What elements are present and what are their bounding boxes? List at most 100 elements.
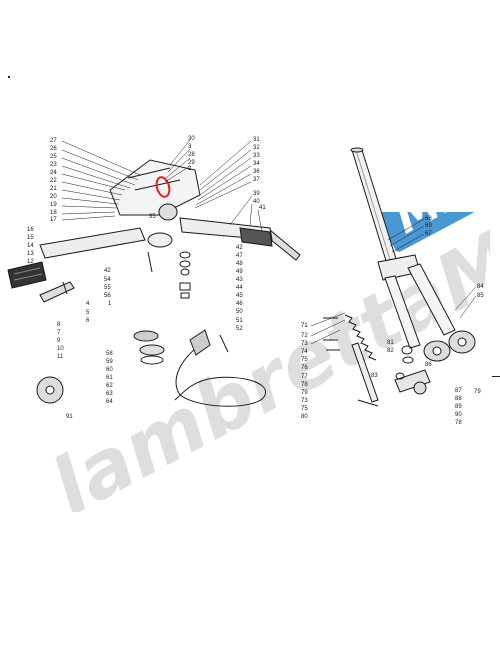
label-83: 83 <box>371 373 378 379</box>
label-56: 56 <box>104 293 111 299</box>
label-33: 33 <box>253 153 260 159</box>
label-90: 90 <box>455 412 462 418</box>
label-61: 61 <box>106 375 113 381</box>
label-73a: 73 <box>301 341 308 347</box>
label-76: 76 <box>301 365 308 371</box>
label-24: 24 <box>50 170 57 176</box>
label-19: 19 <box>50 202 57 208</box>
label-37: 37 <box>253 177 260 183</box>
label-80: 80 <box>301 414 308 420</box>
label-68: 68 <box>425 216 432 222</box>
label-52: 52 <box>236 326 243 332</box>
label-89: 89 <box>455 404 462 410</box>
label-23: 23 <box>50 162 57 168</box>
label-69: 69 <box>425 223 432 229</box>
label-13: 13 <box>27 251 34 257</box>
label-46: 46 <box>236 301 243 307</box>
label-64: 64 <box>106 399 113 405</box>
label-60: 60 <box>106 367 113 373</box>
label-15: 15 <box>27 235 34 241</box>
label-47: 47 <box>236 253 243 259</box>
label-51: 51 <box>236 318 243 324</box>
edge-mark <box>492 376 500 377</box>
label-4: 4 <box>86 301 90 307</box>
label-36: 36 <box>253 169 260 175</box>
label-78b: 78 <box>455 420 462 426</box>
label-54: 54 <box>104 277 111 283</box>
label-7: 7 <box>57 330 61 336</box>
cable-loop <box>174 344 266 407</box>
label-58: 58 <box>106 351 113 357</box>
label-67: 67 <box>425 231 432 237</box>
label-62: 62 <box>106 383 113 389</box>
label-9: 9 <box>57 338 61 344</box>
label-30: 30 <box>188 136 195 142</box>
highlight-mark <box>155 176 171 198</box>
stray-mark <box>8 76 10 78</box>
label-42a: 42 <box>236 245 243 251</box>
label-31: 31 <box>253 137 260 143</box>
label-87: 87 <box>455 388 462 394</box>
suspension-spring <box>344 314 377 361</box>
label-84: 84 <box>477 284 484 290</box>
label-25: 25 <box>50 154 57 160</box>
label-2: 2 <box>188 166 192 172</box>
label-20: 20 <box>50 194 57 200</box>
label-79b: 79 <box>474 389 481 395</box>
label-63: 63 <box>106 391 113 397</box>
label-32: 32 <box>253 145 260 151</box>
label-41: 41 <box>259 205 266 211</box>
label-28: 28 <box>188 152 195 158</box>
label-43: 43 <box>236 277 243 283</box>
label-22: 22 <box>50 178 57 184</box>
label-17: 17 <box>50 217 57 223</box>
label-40: 40 <box>253 199 260 205</box>
label-88: 88 <box>455 396 462 402</box>
label-81: 81 <box>387 340 394 346</box>
label-14: 14 <box>27 243 34 249</box>
label-91: 91 <box>66 414 73 420</box>
label-18: 18 <box>50 210 57 216</box>
label-11: 11 <box>57 354 64 360</box>
label-42b: 42 <box>104 268 111 274</box>
label-48: 48 <box>236 261 243 267</box>
label-49: 49 <box>236 269 243 275</box>
label-39: 39 <box>253 191 260 197</box>
label-79a: 79 <box>301 390 308 396</box>
label-74: 74 <box>301 349 308 355</box>
label-75b: 75 <box>301 406 308 412</box>
fork-leg-left <box>384 275 421 349</box>
left-lever <box>39 281 75 303</box>
label-26: 26 <box>50 146 57 152</box>
left-handlebar-tube <box>39 227 146 259</box>
label-16: 16 <box>27 227 34 233</box>
label-50: 50 <box>236 309 243 315</box>
label-5: 5 <box>86 310 90 316</box>
label-59: 59 <box>106 359 113 365</box>
label-75a: 75 <box>301 357 308 363</box>
label-29: 29 <box>188 160 195 166</box>
label-35: 35 <box>149 214 156 220</box>
switch-cover <box>133 330 159 342</box>
label-78a: 78 <box>301 382 308 388</box>
label-44: 44 <box>236 285 243 291</box>
label-21: 21 <box>50 186 57 192</box>
label-71: 71 <box>301 323 308 329</box>
label-85: 85 <box>477 293 484 299</box>
label-73b: 73 <box>301 398 308 404</box>
label-86: 86 <box>425 362 432 368</box>
label-8: 8 <box>57 322 61 328</box>
label-10: 10 <box>57 346 64 352</box>
fork-leg-right <box>407 263 456 336</box>
label-3: 3 <box>188 144 192 150</box>
label-27: 27 <box>50 138 57 144</box>
label-55: 55 <box>104 285 111 291</box>
label-72: 72 <box>301 333 308 339</box>
label-6: 6 <box>86 318 90 324</box>
label-45: 45 <box>236 293 243 299</box>
label-12: 12 <box>27 259 34 265</box>
label-34: 34 <box>253 161 260 167</box>
